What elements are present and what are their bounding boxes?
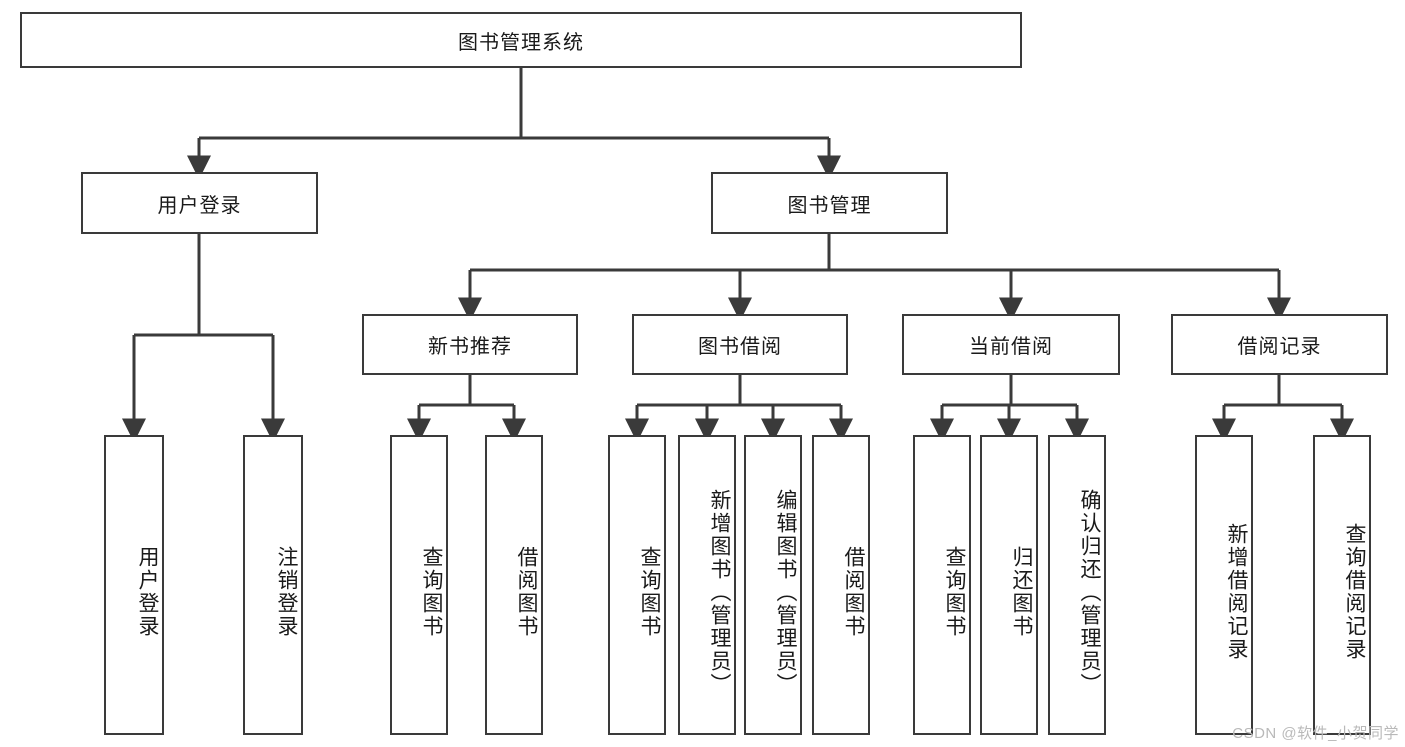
leaf-label: 新增图书（管理员） bbox=[708, 488, 731, 696]
leaf-return-books[interactable]: 归还图书 bbox=[980, 435, 1038, 735]
node-borrow-record[interactable]: 借阅记录 bbox=[1171, 314, 1388, 375]
leaf-query-borrow-record[interactable]: 查询借阅记录 bbox=[1313, 435, 1371, 735]
leaf-label: 查询图书 bbox=[638, 546, 661, 638]
leaf-edit-book-admin[interactable]: 编辑图书（管理员） bbox=[744, 435, 802, 735]
leaf-label: 归还图书 bbox=[1010, 546, 1033, 638]
leaf-add-borrow-record[interactable]: 新增借阅记录 bbox=[1195, 435, 1253, 735]
leaf-confirm-return-admin[interactable]: 确认归还（管理员） bbox=[1048, 435, 1106, 735]
leaf-label: 查询图书 bbox=[420, 546, 443, 638]
leaf-label: 查询借阅记录 bbox=[1343, 523, 1366, 661]
leaf-user-login[interactable]: 用户登录 bbox=[104, 435, 164, 735]
leaf-label: 注销登录 bbox=[275, 546, 298, 638]
node-book-borrow[interactable]: 图书借阅 bbox=[632, 314, 848, 375]
leaf-query-books-current[interactable]: 查询图书 bbox=[913, 435, 971, 735]
leaf-label: 借阅图书 bbox=[515, 546, 538, 638]
leaf-label: 新增借阅记录 bbox=[1225, 523, 1248, 661]
node-user-login[interactable]: 用户登录 bbox=[81, 172, 318, 234]
watermark: CSDN @软件_小贺同学 bbox=[1232, 725, 1399, 742]
leaf-label: 查询图书 bbox=[943, 546, 966, 638]
leaf-logout[interactable]: 注销登录 bbox=[243, 435, 303, 735]
leaf-borrow-books-recommend[interactable]: 借阅图书 bbox=[485, 435, 543, 735]
node-current-borrow[interactable]: 当前借阅 bbox=[902, 314, 1120, 375]
node-new-book-recommend[interactable]: 新书推荐 bbox=[362, 314, 578, 375]
leaf-add-book-admin[interactable]: 新增图书（管理员） bbox=[678, 435, 736, 735]
node-book-management[interactable]: 图书管理 bbox=[711, 172, 948, 234]
leaf-label: 编辑图书（管理员） bbox=[774, 488, 797, 696]
leaf-label: 用户登录 bbox=[136, 546, 159, 638]
leaf-query-books-recommend[interactable]: 查询图书 bbox=[390, 435, 448, 735]
node-root-system[interactable]: 图书管理系统 bbox=[20, 12, 1022, 68]
leaf-borrow-books[interactable]: 借阅图书 bbox=[812, 435, 870, 735]
leaf-label: 确认归还（管理员） bbox=[1078, 488, 1101, 696]
leaf-query-books-borrow[interactable]: 查询图书 bbox=[608, 435, 666, 735]
leaf-label: 借阅图书 bbox=[842, 546, 865, 638]
